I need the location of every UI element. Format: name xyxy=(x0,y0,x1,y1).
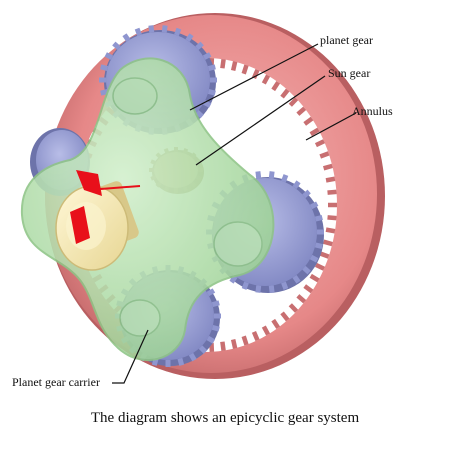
gear-tooth xyxy=(134,27,142,37)
gear-tooth xyxy=(281,281,289,290)
gear-tooth xyxy=(207,64,216,71)
gear-tooth xyxy=(161,25,168,33)
gear-tooth xyxy=(268,285,275,293)
gear-tooth xyxy=(327,215,337,221)
leader-sun-gear xyxy=(195,75,326,166)
gear-tooth xyxy=(122,33,131,42)
gear-tooth xyxy=(323,239,333,247)
gear-tooth xyxy=(211,324,220,332)
gear-tooth xyxy=(325,176,336,183)
label-planet-gear: planet gear xyxy=(320,33,373,47)
gear-tooth xyxy=(241,64,249,75)
gear-tooth xyxy=(280,311,290,322)
planet-gear-carrier xyxy=(20,57,275,361)
gear-tooth xyxy=(230,61,238,71)
gear-tooth xyxy=(195,41,204,51)
gear-tooth xyxy=(255,285,262,293)
gear-tooth xyxy=(148,25,155,33)
gear-tooth xyxy=(296,294,307,304)
gear-tooth xyxy=(288,97,299,107)
gear-tooth xyxy=(229,275,238,284)
gear-tooth xyxy=(288,303,299,313)
gear-tooth xyxy=(207,89,216,96)
gear-tooth xyxy=(230,339,238,349)
gear-tooth xyxy=(206,335,216,344)
leader-annulus xyxy=(305,112,357,141)
gear-tooth xyxy=(185,33,194,42)
label-planet-gear-carrier: Planet gear carrier xyxy=(12,375,100,389)
gear-tooth xyxy=(261,74,271,85)
gear-tooth xyxy=(309,127,320,137)
gear-tooth xyxy=(323,163,333,171)
gear-tooth xyxy=(261,325,271,336)
gear-tooth xyxy=(198,345,208,354)
gear-tooth xyxy=(314,242,323,250)
leader-carrier xyxy=(112,329,149,384)
gear-tooth xyxy=(325,227,336,234)
gear-tooth xyxy=(309,254,319,263)
gear-tooth xyxy=(268,171,275,179)
gear-tooth xyxy=(104,52,114,60)
gear-tooth xyxy=(314,262,326,271)
gear-tooth xyxy=(220,59,226,69)
gear-tooth xyxy=(177,357,185,366)
diagram-caption: The diagram shows an epicyclic gear syst… xyxy=(90,410,360,426)
gear-tooth xyxy=(292,275,301,284)
leader-lines xyxy=(112,43,357,384)
gear-tooth xyxy=(280,88,290,99)
gear-tooth xyxy=(302,265,311,275)
gear-tooth xyxy=(309,273,320,283)
gear-tooth xyxy=(281,174,289,183)
gear-tooth xyxy=(211,300,220,308)
gear-tooth xyxy=(241,335,249,346)
gear-tooth xyxy=(327,189,337,195)
label-annulus: Annulus xyxy=(352,104,393,118)
gear-tooth xyxy=(100,89,109,96)
gear-tooth xyxy=(303,116,314,126)
gear-tooth xyxy=(292,180,301,189)
gear-tooth xyxy=(303,284,314,294)
gear-tooth xyxy=(309,201,319,210)
gear-tooth xyxy=(271,81,281,92)
leader-planet-gear xyxy=(189,43,319,111)
gear-tooth xyxy=(314,214,323,222)
gear-tooth xyxy=(319,251,330,259)
gear-tooth xyxy=(296,106,307,116)
gear-tooth xyxy=(202,52,212,60)
gear-tooth xyxy=(195,109,204,119)
gear-tooth xyxy=(255,171,262,179)
gear-tooth xyxy=(251,331,260,342)
gear-tooth xyxy=(188,352,197,362)
gear-tooth xyxy=(220,341,226,351)
label-sun-gear: Sun gear xyxy=(328,66,371,80)
gear-tooth xyxy=(241,281,249,290)
gear-tooth xyxy=(174,27,182,37)
gear-tooth xyxy=(206,288,216,297)
gear-tooth xyxy=(112,41,121,51)
gear-tooth xyxy=(100,64,109,71)
gear-tooth xyxy=(319,151,330,159)
gear-tooth xyxy=(314,139,326,148)
gear-tooth xyxy=(271,318,281,329)
gear-tooth xyxy=(302,189,311,199)
shaft-key xyxy=(70,170,141,244)
